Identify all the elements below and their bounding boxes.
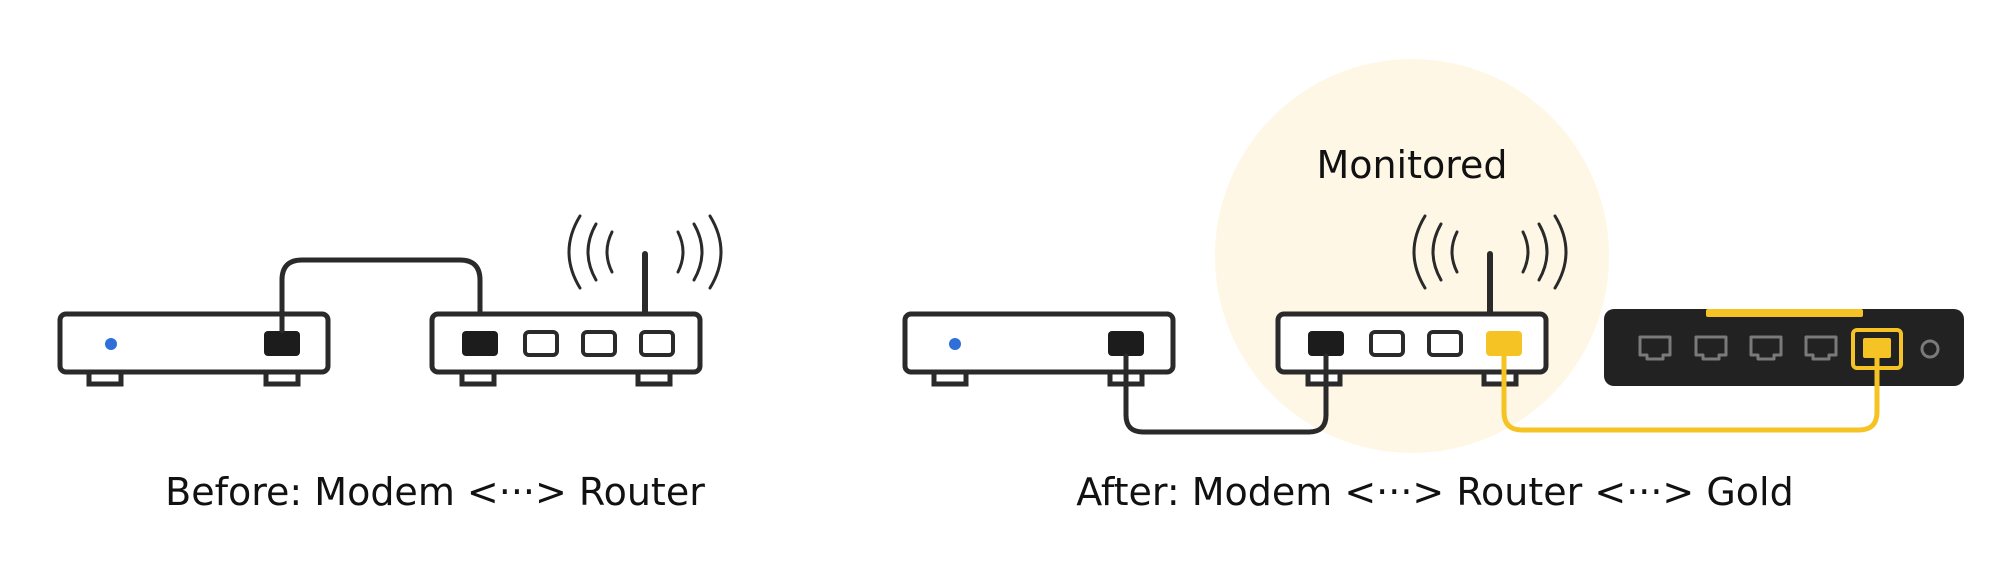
wifi-signal-icon [567,214,723,290]
ethernet-port-icon [523,330,559,357]
before-caption: Before: Modem <···> Router [165,470,705,514]
gold-device-icon [1604,309,1964,386]
modem-icon [57,311,331,387]
after-setup: Monitored [902,59,1964,514]
gold-status-bar [1706,309,1863,317]
ethernet-port-icon [1638,335,1672,361]
ethernet-port-icon [1427,330,1463,357]
cable-icon [1123,353,1329,435]
ethernet-port-icon [581,330,617,357]
ethernet-port-icon [264,331,300,356]
router-icon [1275,251,1549,387]
ethernet-port-icon [1749,335,1783,361]
router-icon [429,251,703,387]
cable-icon [1501,353,1880,433]
cable-icon [279,257,483,334]
ethernet-port-icon [1108,331,1144,356]
monitored-label: Monitored [1316,143,1507,187]
before-setup: Before: Modem <···> Router [57,214,723,514]
after-caption: After: Modem <···> Router <···> Gold [1076,470,1793,514]
ethernet-port-icon [1369,330,1405,357]
ethernet-port-icon [462,331,498,356]
ethernet-port-icon [1694,335,1728,361]
power-button-icon [1920,339,1940,359]
ethernet-port-highlighted [1863,338,1891,358]
monitored-zone [1215,59,1609,453]
wifi-signal-icon [1412,214,1568,290]
modem-icon [902,311,1176,387]
ethernet-port-highlighted [1486,331,1522,356]
ethernet-port-icon [1804,335,1838,361]
ethernet-port-icon [639,330,675,357]
status-led [105,338,117,350]
status-led [949,338,961,350]
ethernet-port-icon [1308,331,1344,356]
